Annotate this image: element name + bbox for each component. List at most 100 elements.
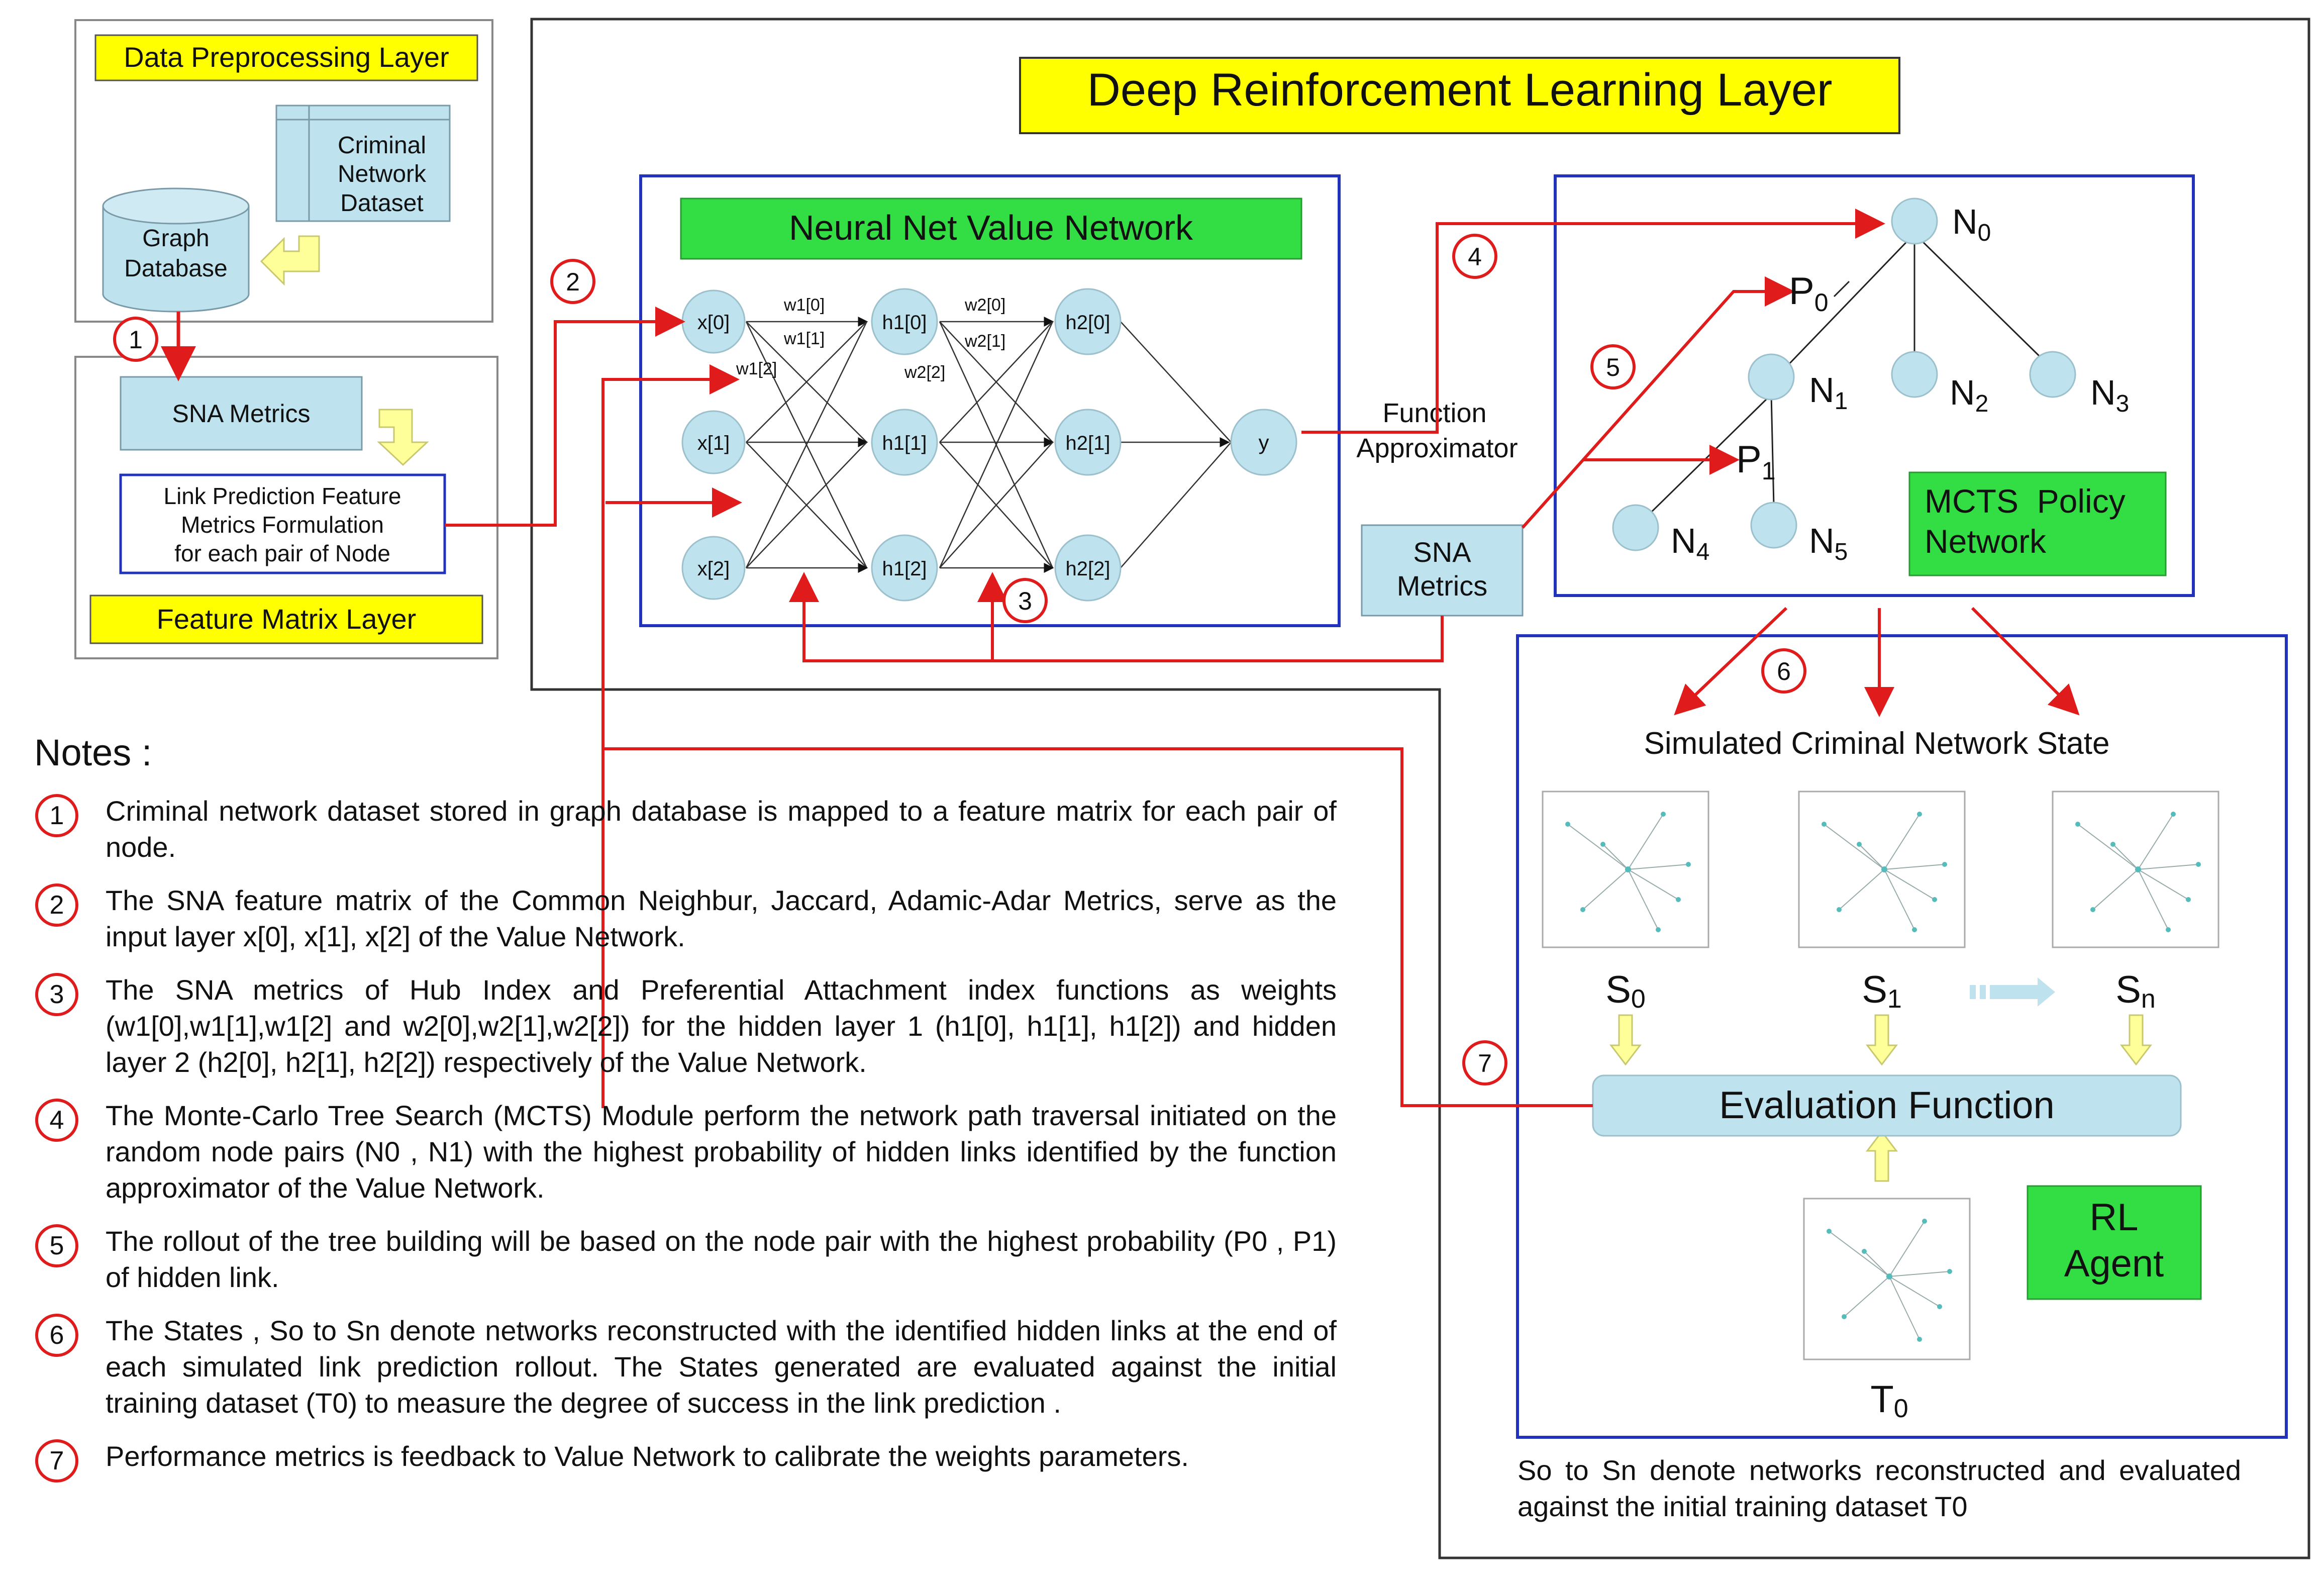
drl-region-border	[530, 18, 2310, 1559]
evaluation-function-label: Evaluation Function	[1719, 1084, 2055, 1127]
step-marker: 3	[1002, 578, 1048, 623]
mcts-policy-label-box	[1908, 471, 2167, 576]
input-neuron: x[0]	[681, 289, 746, 354]
state-label: S0	[1605, 968, 1646, 1014]
states-sequence-arrow	[1970, 977, 2055, 1007]
svg-text:h1[0]: h1[0]	[882, 312, 927, 334]
mcts-flow	[1301, 209, 1885, 529]
svg-text:x[1]: x[1]	[697, 432, 730, 454]
drl-title: Deep Reinforcement Learning Layer	[1087, 64, 1832, 116]
policy-to-states-flow	[1674, 607, 2080, 717]
graph-database-icon	[102, 187, 250, 313]
simulated-state-title: Simulated Criminal Network State	[1644, 726, 2110, 761]
mcts-node-label: N3	[2090, 373, 2129, 417]
network-thumbnail	[1798, 791, 1966, 948]
svg-text:5: 5	[1606, 353, 1620, 381]
graph-database-label-2: Database	[124, 255, 227, 282]
state-label: Sn	[2115, 968, 2156, 1014]
sna-metrics-weights-label-2: Metrics	[1397, 570, 1487, 602]
sna-weights-feedback-flow	[789, 572, 1444, 662]
criminal-network-dataset-label-3: Dataset	[340, 190, 423, 217]
layer1-connections	[745, 317, 868, 573]
mcts-node-label: N4	[1671, 521, 1709, 565]
note-text: The SNA feature matrix of the Common Nei…	[106, 884, 1337, 952]
note-item: 4 The Monte-Carlo Tree Search (MCTS) Modu…	[30, 1098, 1337, 1206]
note-text: The States , So to Sn denote networks re…	[106, 1315, 1337, 1419]
mcts-prob-label: P0	[1789, 270, 1829, 317]
svg-text:6: 6	[1777, 657, 1791, 685]
note-number: 7	[35, 1439, 78, 1483]
step-marker: 1	[113, 317, 158, 362]
step-marker: 2	[550, 259, 595, 304]
graph-database-label-1: Graph	[142, 225, 209, 252]
svg-text:h2[1]: h2[1]	[1066, 432, 1110, 454]
rl-agent-label-2: Agent	[2064, 1242, 2164, 1285]
note-number: 6	[35, 1314, 78, 1357]
sna-to-link-arrow	[377, 409, 429, 466]
weight-label: w1[0]	[783, 296, 825, 315]
note-item: 3 The SNA metrics of Hub Index and Prefer…	[30, 972, 1337, 1080]
mcts-policy-label-2: Network	[1925, 523, 2047, 560]
rl-agent-label-box	[2027, 1185, 2202, 1300]
svg-text:y: y	[1259, 431, 1269, 454]
criminal-network-dataset-box	[275, 105, 451, 222]
mcts-prob-label: P1	[1736, 438, 1776, 485]
feature-to-input-flow	[445, 307, 742, 1108]
note-number: 4	[35, 1099, 78, 1142]
mcts-node	[1891, 351, 1938, 398]
svg-text:4: 4	[1468, 243, 1482, 271]
notes-title: Notes :	[34, 732, 152, 773]
hidden2-neuron: h2[0]	[1054, 288, 1122, 355]
step-marker: 4	[1452, 234, 1497, 279]
hidden2-neuron: h2[1]	[1054, 409, 1122, 476]
note-number: 3	[35, 973, 78, 1016]
note-text: The SNA metrics of Hub Index and Prefere…	[106, 974, 1337, 1078]
link-prediction-box	[119, 473, 446, 574]
svg-text:7: 7	[1478, 1049, 1492, 1077]
input-neuron: x[1]	[681, 410, 746, 474]
rl-agent-label-1: RL	[2089, 1196, 2138, 1239]
output-neuron: y	[1230, 409, 1297, 476]
input-neuron: x[2]	[681, 536, 746, 600]
note-number: 1	[35, 794, 78, 837]
feature-matrix-layer-label-box	[89, 595, 483, 644]
hidden1-neuron: h1[0]	[871, 288, 938, 355]
mcts-policy-label-1: MCTS Policy	[1925, 482, 2126, 520]
link-prediction-label-1: Link Prediction Feature	[163, 483, 401, 509]
svg-text:h2[2]: h2[2]	[1066, 558, 1110, 580]
weight-label: w2[2]	[904, 363, 945, 382]
data-preprocessing-layer-label-box	[94, 34, 478, 81]
sna-metrics-label: SNA Metrics	[172, 400, 310, 428]
layer2-connections	[939, 317, 1054, 573]
training-network-thumbnail	[1803, 1198, 1971, 1360]
mcts-tree-edges	[1645, 233, 2041, 519]
criminal-network-dataset-label-1: Criminal	[338, 132, 426, 159]
hidden1-neuron: h1[2]	[871, 534, 938, 602]
mcts-node-label: N5	[1809, 521, 1848, 565]
feedback-flow	[603, 747, 1593, 1107]
note-item: 6 The States , So to Sn denote networks r…	[30, 1313, 1337, 1421]
step-marker: 7	[1462, 1040, 1507, 1086]
state-label: S1	[1862, 968, 1902, 1014]
svg-text:h1[2]: h1[2]	[882, 558, 927, 580]
step-marker: 5	[1590, 344, 1636, 389]
output-connections	[1120, 321, 1232, 568]
mcts-node	[2029, 351, 2076, 398]
states-caption: So to Sn denote networks reconstructed a…	[1518, 1454, 2241, 1522]
note-text: The Monte-Carlo Tree Search (MCTS) Modul…	[106, 1100, 1337, 1204]
weight-label: w2[1]	[964, 332, 1005, 351]
dataset-to-graph-arrow	[260, 235, 320, 286]
mcts-node-label: N1	[1809, 370, 1848, 415]
svg-text:1: 1	[129, 326, 143, 354]
training-dataset-label: T0	[1870, 1378, 1908, 1423]
note-number: 5	[35, 1224, 78, 1267]
data-preprocessing-layer-label: Data Preprocessing Layer	[124, 41, 449, 73]
svg-text:h2[0]: h2[0]	[1066, 312, 1110, 334]
step-marker: 6	[1761, 648, 1806, 694]
criminal-network-dataset-label-2: Network	[338, 161, 427, 187]
state-to-evaluation-arrows	[1609, 1014, 2153, 1182]
